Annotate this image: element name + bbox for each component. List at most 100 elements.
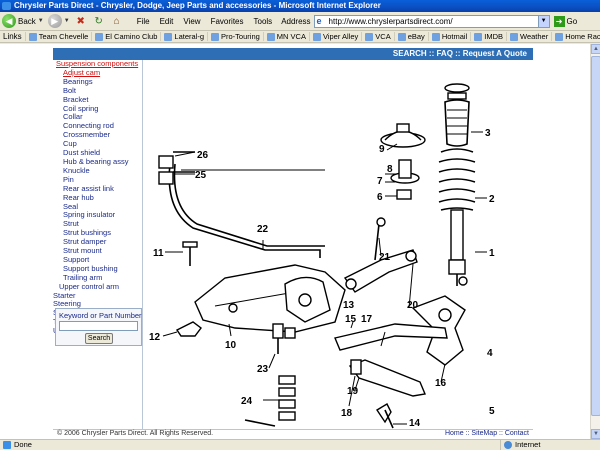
callout-20[interactable]: 20 (407, 300, 419, 311)
callout-9[interactable]: 9 (379, 144, 385, 155)
category-item[interactable]: Adjust cam (63, 67, 101, 77)
link-label: Lateral-g (174, 32, 205, 41)
link-label: MN VCA (276, 32, 306, 41)
callout-10[interactable]: 10 (225, 340, 237, 351)
top-nav-strip[interactable]: SEARCH :: FAQ :: Request A Quote (53, 48, 533, 60)
callout-4[interactable]: 4 (487, 348, 493, 359)
callout-17[interactable]: 17 (361, 314, 373, 325)
category-item[interactable]: Cup (63, 139, 77, 149)
menu-view[interactable]: View (183, 16, 201, 26)
scroll-thumb[interactable] (591, 56, 600, 416)
category-item[interactable]: Trailing arm (63, 272, 103, 282)
category-item[interactable]: Upper control arm (59, 281, 120, 291)
address-dropdown-icon[interactable]: ▼ (537, 15, 549, 27)
category-item[interactable]: Bearings (63, 76, 93, 86)
menu-edit[interactable]: Edit (159, 16, 174, 26)
category-item[interactable]: Bracket (63, 94, 89, 104)
category-item[interactable]: Rear assist link (63, 183, 114, 193)
callout-22[interactable]: 22 (257, 224, 269, 235)
link-team-chevelle[interactable]: Team Chevelle (24, 32, 92, 41)
search-input[interactable] (59, 321, 138, 331)
category-item[interactable]: Knuckle (63, 165, 90, 175)
menu-favorites[interactable]: Favorites (210, 16, 244, 26)
callout-7[interactable]: 7 (377, 176, 383, 187)
callout-3[interactable]: 3 (485, 128, 491, 139)
callout-13[interactable]: 13 (343, 300, 355, 311)
scroll-down-icon[interactable]: ▼ (591, 429, 600, 439)
callout-6[interactable]: 6 (377, 192, 383, 203)
callout-8[interactable]: 8 (387, 164, 393, 175)
footer-links[interactable]: Home :: SiteMap :: Contact (444, 430, 529, 437)
vertical-scrollbar[interactable]: ▲ ▼ (590, 44, 600, 439)
callout-21[interactable]: 21 (379, 252, 391, 263)
category-item[interactable]: Support bushing (63, 263, 118, 273)
category-item[interactable]: Support (63, 254, 90, 264)
category-item[interactable]: Spring insulator (63, 210, 116, 220)
scroll-up-icon[interactable]: ▲ (591, 44, 600, 54)
callout-11[interactable]: 11 (153, 248, 164, 259)
category-item[interactable]: Hub & bearing assy (63, 156, 129, 166)
category-item[interactable]: Crossmember (63, 130, 111, 140)
links-label: Links (3, 32, 22, 41)
category-item[interactable]: Strut damper (63, 237, 107, 247)
callout-15[interactable]: 15 (345, 314, 357, 325)
category-item[interactable]: Strut mount (63, 246, 102, 256)
forward-button[interactable]: ▶ ▼ (46, 13, 72, 30)
callout-5[interactable]: 5 (489, 406, 495, 417)
done-page-icon (3, 441, 11, 449)
callout-14[interactable]: 14 (409, 418, 421, 429)
forward-dropdown-icon[interactable]: ▼ (63, 18, 70, 24)
refresh-icon[interactable]: ↻ (94, 15, 103, 27)
category-item[interactable]: Suspension components (56, 59, 139, 68)
category-item[interactable]: Collar (63, 112, 83, 122)
stop-icon[interactable]: ✖ (76, 15, 85, 27)
link-lateral-g[interactable]: Lateral-g (160, 32, 207, 41)
category-item[interactable]: Connecting rod (63, 121, 114, 131)
category-item[interactable]: Pin (63, 174, 74, 184)
link-pro-touring[interactable]: Pro-Touring (207, 32, 263, 41)
category-item[interactable]: Dust shield (63, 148, 101, 158)
menu-tools[interactable]: Tools (253, 16, 273, 26)
category-item[interactable]: Strut bushings (63, 228, 111, 238)
category-item[interactable]: Bolt (63, 85, 76, 95)
category-item[interactable]: Rear hub (63, 192, 94, 202)
callout-1[interactable]: 1 (489, 248, 495, 259)
category-item[interactable]: Coil spring (63, 103, 99, 113)
back-dropdown-icon[interactable]: ▼ (37, 18, 44, 24)
callout-19[interactable]: 19 (347, 386, 359, 397)
menu-file[interactable]: File (136, 16, 150, 26)
link-label: Team Chevelle (38, 32, 89, 41)
link-viper-alley[interactable]: Viper Alley (308, 32, 361, 41)
callout-12[interactable]: 12 (149, 332, 161, 343)
link-imdb[interactable]: IMDB (470, 32, 506, 41)
go-button[interactable]: ➜ Go (553, 15, 577, 27)
address-field[interactable]: e http://www.chryslerpartsdirect.com/ ▼ (313, 14, 550, 28)
link-el-camino-club[interactable]: El Camino Club (91, 32, 160, 41)
category-item[interactable]: Seal (63, 201, 79, 211)
window-title-bar[interactable]: Chrysler Parts Direct - Chrysler, Dodge,… (0, 0, 600, 12)
callout-24[interactable]: 24 (241, 396, 253, 407)
link-vca[interactable]: VCA (361, 32, 393, 41)
category-item[interactable]: Starter (53, 290, 76, 300)
back-button[interactable]: ◀ Back ▼ (0, 13, 46, 30)
category-item[interactable]: Steering (53, 299, 81, 309)
link-label: Pro-Touring (221, 32, 260, 41)
link-hotmail[interactable]: Hotmail (427, 32, 470, 41)
callout-2[interactable]: 2 (489, 194, 495, 205)
callout-25[interactable]: 25 (195, 170, 207, 181)
link-page-icon (474, 32, 483, 41)
link-page-icon (164, 32, 173, 41)
category-item[interactable]: Strut (63, 219, 79, 229)
callout-26[interactable]: 26 (197, 150, 209, 161)
security-zone: Internet (500, 440, 600, 450)
link-home-racing-world[interactable]: Home Racing World (551, 32, 600, 41)
home-icon[interactable]: ⌂ (113, 15, 120, 27)
callout-16[interactable]: 16 (435, 378, 447, 389)
search-button[interactable]: Search (85, 333, 113, 344)
callout-18[interactable]: 18 (341, 408, 353, 419)
link-ebay[interactable]: eBay (393, 32, 428, 41)
callout-23[interactable]: 23 (257, 364, 269, 375)
link-weather[interactable]: Weather (506, 32, 551, 41)
link-mn-vca[interactable]: MN VCA (262, 32, 309, 41)
